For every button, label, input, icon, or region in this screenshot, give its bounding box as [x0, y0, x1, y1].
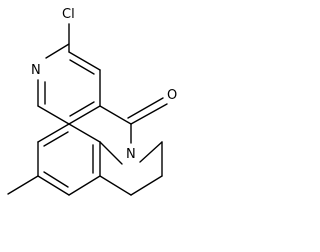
- chlorine-label: Cl: [62, 7, 75, 22]
- bond-c3-c4: [130, 175, 163, 196]
- bond-n1-c2: [139, 141, 163, 163]
- bond-c4-c4a: [99, 175, 132, 196]
- carbonyl-oxygen-label: O: [167, 88, 177, 103]
- bond-c8-c7-inner: [43, 131, 69, 147]
- bond-c5-c4a: [68, 175, 101, 196]
- bond-c5-c4-inner: [69, 101, 95, 117]
- carbonyl-linker: [99, 97, 168, 144]
- bond-c6-c5: [37, 105, 70, 125]
- amide-nitrogen-label: N: [126, 147, 136, 162]
- bond-c8-c7: [37, 123, 70, 143]
- bond-c3-c2-inner: [69, 59, 95, 75]
- pyridine-ring: [37, 23, 101, 125]
- bond-c6-methyl: [7, 175, 39, 195]
- bond-n1-c8a: [99, 141, 123, 165]
- tetrahydroquinoline: [7, 123, 163, 196]
- chemical-structure: Cl N O N: [7, 7, 177, 196]
- bond-c4-carbonyl: [99, 105, 132, 125]
- bond-c5-c4: [68, 105, 101, 125]
- bond-c6-c5: [37, 175, 70, 196]
- bond-c2-n1: [45, 43, 70, 59]
- bond-c3-c2: [68, 51, 101, 71]
- bond-carbonyl-o: [130, 103, 168, 125]
- bond-carbonyl-o-inner: [127, 97, 164, 119]
- bond-c8a-c8: [68, 123, 101, 143]
- pyridine-nitrogen-label: N: [31, 63, 41, 78]
- bond-c6-c5-inner: [43, 171, 69, 188]
